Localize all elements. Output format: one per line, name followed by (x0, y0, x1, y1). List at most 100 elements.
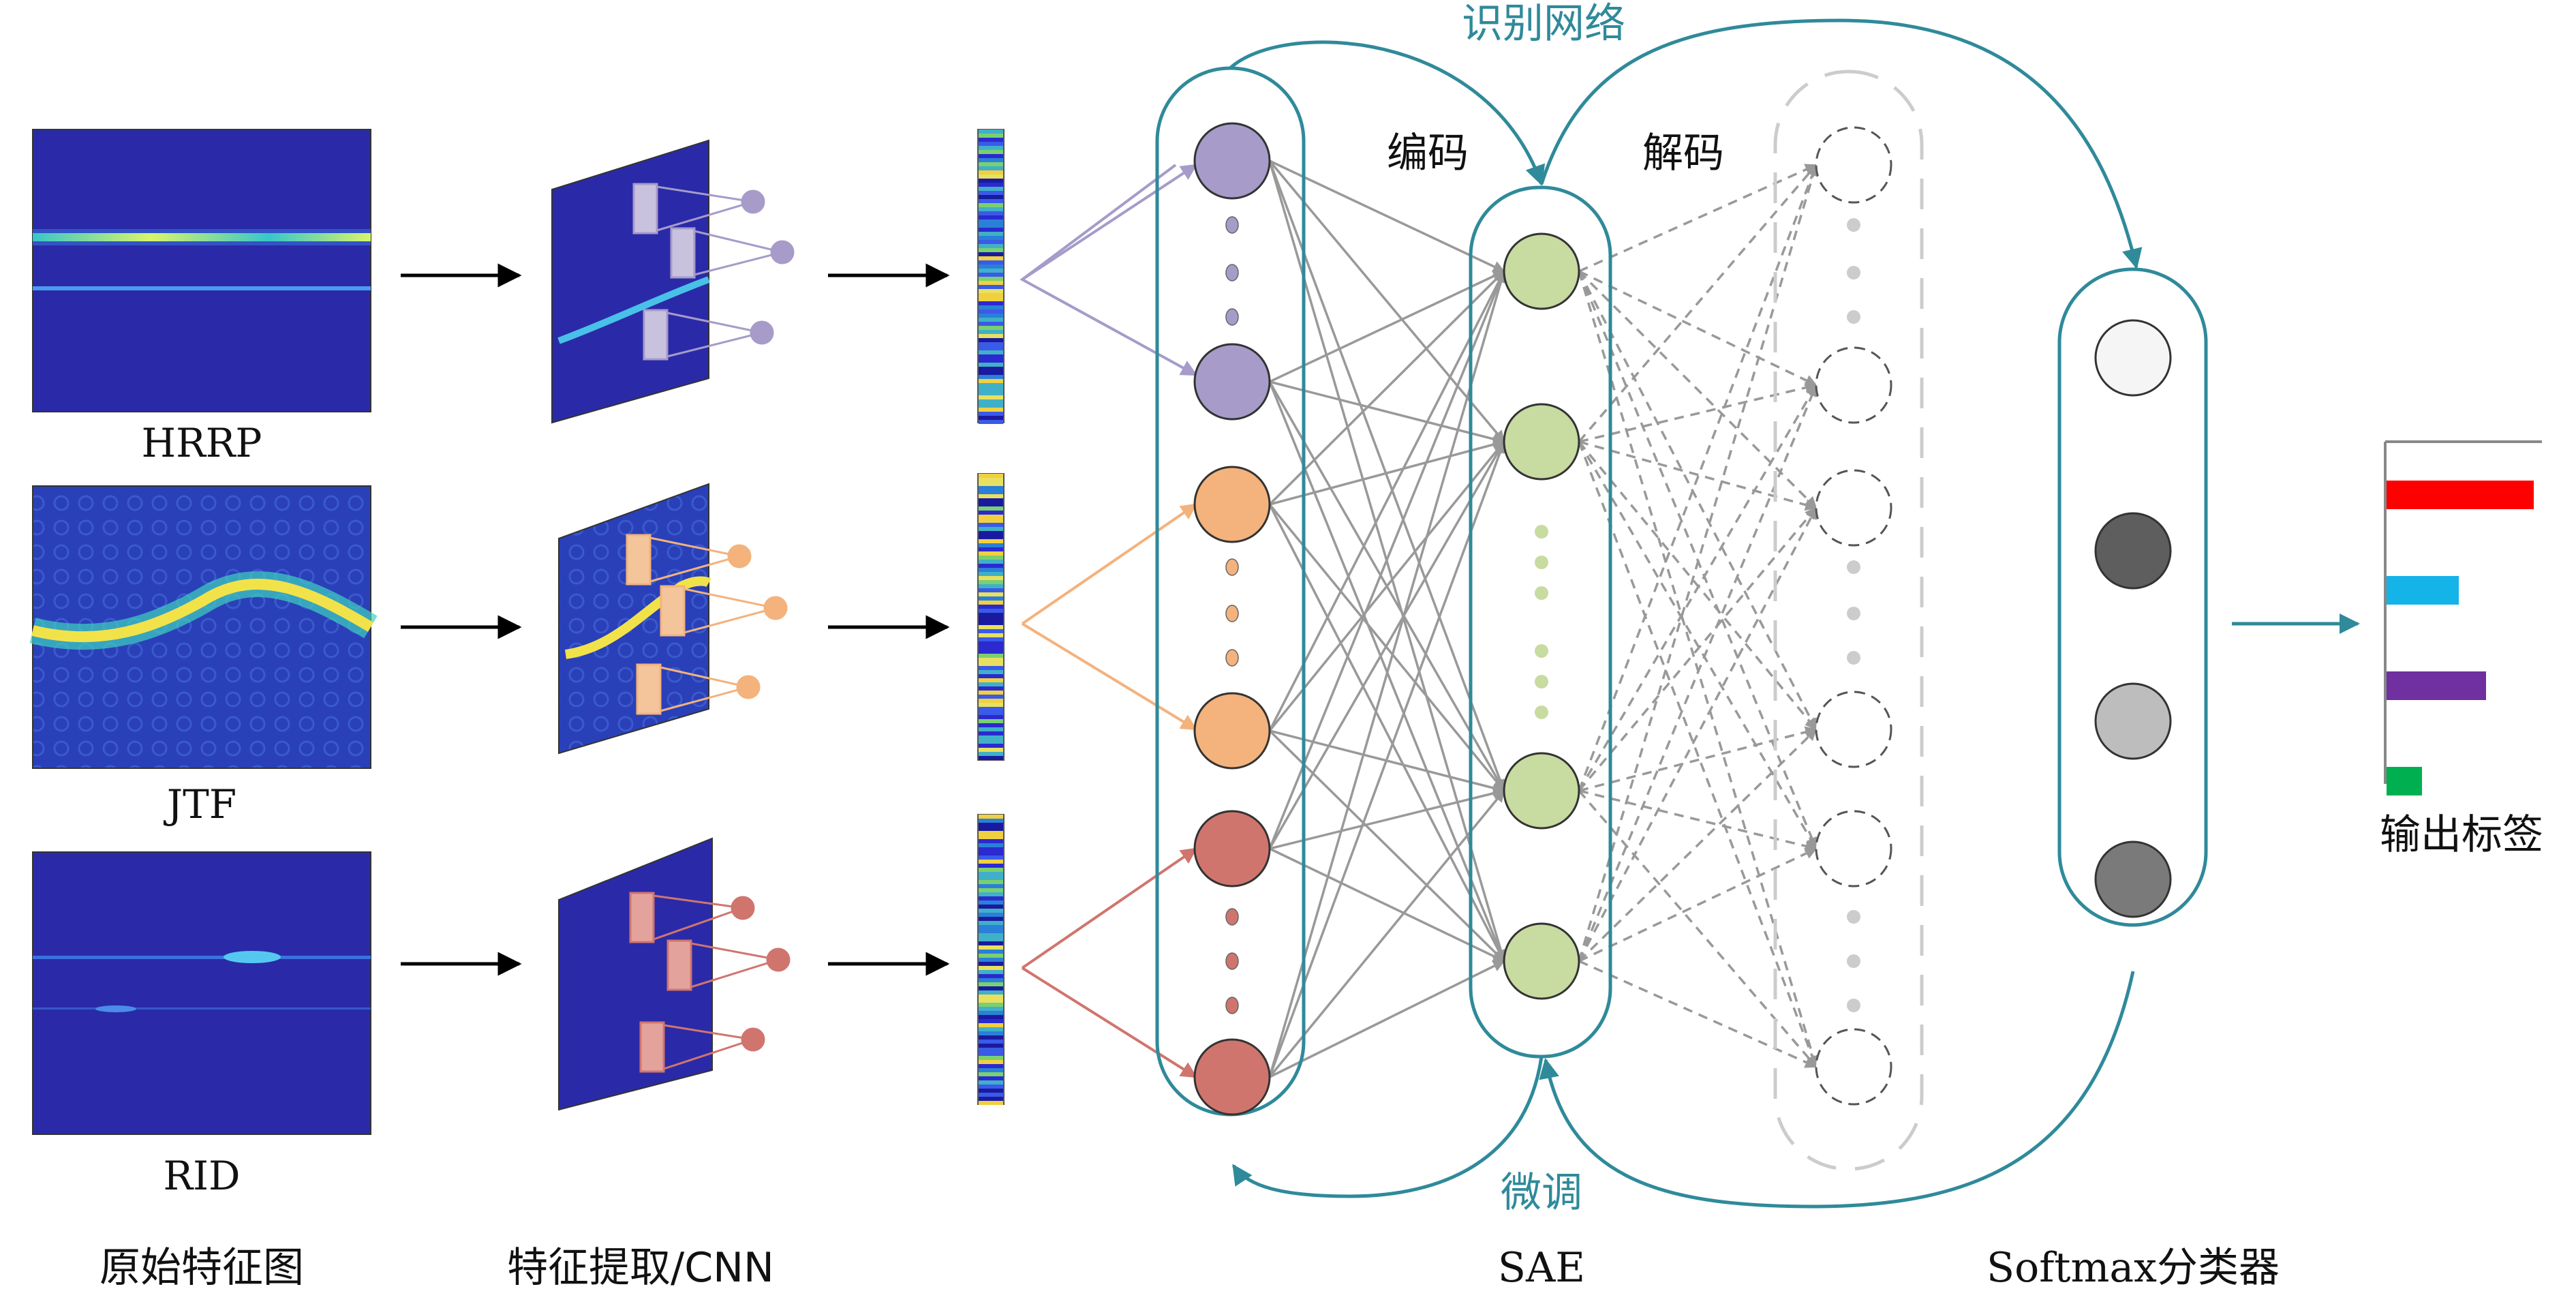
ellipsis-dot (1535, 706, 1548, 719)
vector-stripe (979, 913, 1003, 917)
encode-edge (1268, 440, 1505, 849)
vector-stripe (979, 273, 1003, 277)
ellipsis-dot (1535, 556, 1548, 569)
vector-stripe (979, 625, 1003, 629)
flow-arcs: 识别网络 微调 (1229, 0, 2143, 1217)
vector-stripe (979, 1076, 1003, 1080)
input-node (1193, 810, 1271, 888)
decode-connections (1578, 164, 1819, 1068)
vector-stripe (979, 674, 1003, 678)
vector-stripe (979, 412, 1003, 416)
vector-stripe (979, 531, 1003, 535)
decode-edge (1578, 440, 1818, 511)
stage-labels: 原始特征图 特征提取/CNN SAE Softmax分类器 (99, 1244, 2280, 1292)
decode-edge (1578, 440, 1818, 731)
rid-label: RID (163, 1153, 240, 1199)
vector-stripe (979, 707, 1003, 711)
encode-edge (1269, 160, 1505, 273)
softmax-capsule (2057, 267, 2208, 927)
cnn-rid (558, 837, 791, 1111)
vector-stripe (979, 367, 1003, 371)
vector-stripe (979, 371, 1003, 375)
ellipsis-dot (1847, 560, 1860, 574)
vector-stripe (979, 399, 1003, 404)
vector-stripe (979, 498, 1003, 502)
vector-stripe (979, 408, 1003, 412)
ellipsis-dot (1847, 954, 1860, 968)
hrrp-label: HRRP (142, 420, 262, 466)
encode-edge (1268, 160, 1506, 792)
ellipsis-dot (1225, 264, 1239, 282)
vector-stripe (979, 482, 1003, 486)
vector-stripe (979, 379, 1003, 383)
vector-stripe (979, 215, 1003, 219)
feature-vector-jtf (977, 473, 1005, 761)
vector-stripe (979, 342, 1003, 346)
vector-stripe (979, 613, 1003, 617)
vector-stripe (979, 187, 1003, 191)
vector-stripe (979, 293, 1003, 297)
vector-stripe (979, 888, 1003, 892)
vector-stripe (979, 248, 1003, 252)
vector-stripe (979, 843, 1003, 847)
vector-stripe (979, 1101, 1003, 1105)
vector-stripe (979, 974, 1003, 978)
vector-stripe (979, 318, 1003, 322)
vector-stripe (979, 404, 1003, 408)
vector-stripe (979, 395, 1003, 399)
decode-edge (1578, 164, 1818, 791)
vector-stripe (979, 203, 1003, 207)
ellipsis-dot (1847, 651, 1860, 665)
ellipsis-dot (1535, 586, 1548, 600)
vector-stripe (979, 416, 1003, 420)
vector-stripe (979, 211, 1003, 215)
vector-stripe (979, 183, 1003, 187)
hidden-node (1503, 232, 1580, 310)
vector-stripe (979, 264, 1003, 269)
vector-stripe (979, 1015, 1003, 1019)
vector-stripe (979, 1080, 1003, 1085)
cnn-jtf (558, 483, 788, 755)
vector-stripe (979, 199, 1003, 203)
input-node (1193, 122, 1271, 200)
vector-to-input-arrows (1019, 164, 1198, 1078)
vector-stripe (979, 330, 1003, 334)
vector-stripe (979, 982, 1003, 986)
vector-stripe (979, 654, 1003, 658)
reconstruction-node (1815, 469, 1892, 547)
vector-stripe (979, 305, 1003, 309)
vector-stripe (979, 756, 1003, 760)
encode-edge (1268, 160, 1505, 443)
input-maps: HRRP JTF RID (29, 129, 378, 1199)
vector-stripe (979, 609, 1003, 613)
vector-stripe (979, 851, 1003, 855)
reconstruction-layer-capsule (1773, 70, 1924, 1171)
vector-stripe (979, 363, 1003, 367)
decode-edge (1578, 270, 1818, 509)
jtf-label: JTF (164, 781, 236, 828)
vector-stripe (979, 695, 1003, 699)
vector-stripe (979, 1048, 1003, 1052)
vector-stripe (979, 748, 1003, 752)
decode-edge (1578, 506, 1818, 962)
vector-stripe (979, 154, 1003, 158)
encode-edge (1268, 270, 1505, 731)
vector-stripe (979, 547, 1003, 551)
vector-stripe (979, 868, 1003, 872)
vector-stripe (979, 662, 1003, 666)
ellipsis-dot (1535, 525, 1548, 539)
decode-edge (1578, 960, 1818, 1068)
vector-stripe (979, 519, 1003, 523)
vector-stripe (979, 691, 1003, 695)
vector-stripe (979, 523, 1003, 527)
vector-stripe (979, 309, 1003, 314)
vector-stripe (979, 1089, 1003, 1093)
vector-stripe (979, 917, 1003, 921)
softmax-node (2094, 512, 2172, 590)
input-arrows (401, 263, 522, 976)
decode-edge (1578, 441, 1818, 1068)
vector-stripe (979, 941, 1003, 945)
vector-stripe (979, 277, 1003, 281)
vector-stripe (979, 617, 1003, 621)
